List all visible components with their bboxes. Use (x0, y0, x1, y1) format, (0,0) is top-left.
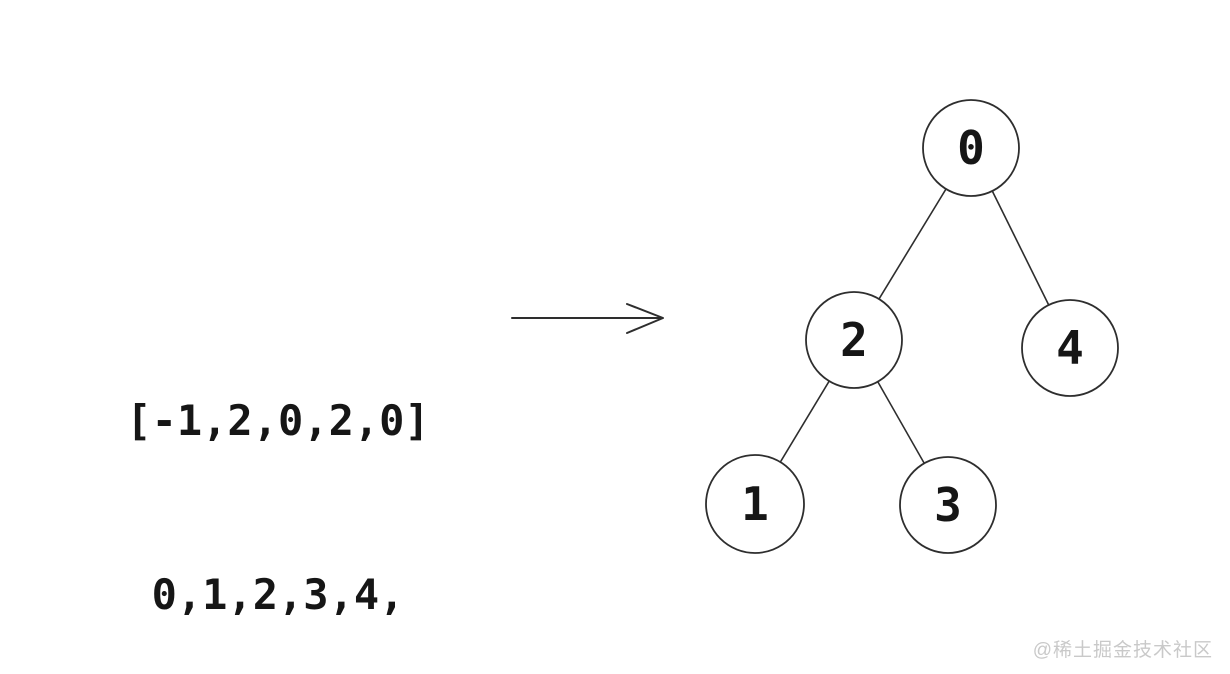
array-notation: [-1,2,0,2,0] 0,1,2,3,4, (118, 276, 438, 674)
tree-node-label-3: 3 (934, 478, 962, 532)
tree-edges (754, 147, 1071, 506)
watermark: @稀土掘金技术社区 (1032, 640, 1213, 661)
tree-node-label-0: 0 (957, 121, 985, 175)
tree-node-label-2: 2 (840, 313, 868, 367)
tree-node-4: 4 (1021, 299, 1119, 397)
right-arrow (511, 303, 664, 334)
tree-node-3: 3 (899, 456, 997, 554)
tree-node-0: 0 (922, 99, 1020, 197)
tree-node-circle-3 (899, 456, 997, 554)
array-values-line: [-1,2,0,2,0] (126, 396, 430, 445)
tree-nodes: 0 2 4 1 3 (705, 99, 1119, 554)
tree-node-2: 2 (805, 291, 903, 389)
tree-node-label-1: 1 (741, 477, 769, 531)
tree-node-circle-4 (1021, 299, 1119, 397)
tree-node-circle-2 (805, 291, 903, 389)
tree-node-circle-0 (922, 99, 1020, 197)
arrow-head (626, 303, 664, 334)
array-indices-line: 0,1,2,3,4, (151, 570, 405, 619)
tree-node-1: 1 (705, 454, 805, 554)
tree-node-circle-1 (705, 454, 805, 554)
tree-node-label-4: 4 (1056, 321, 1084, 375)
